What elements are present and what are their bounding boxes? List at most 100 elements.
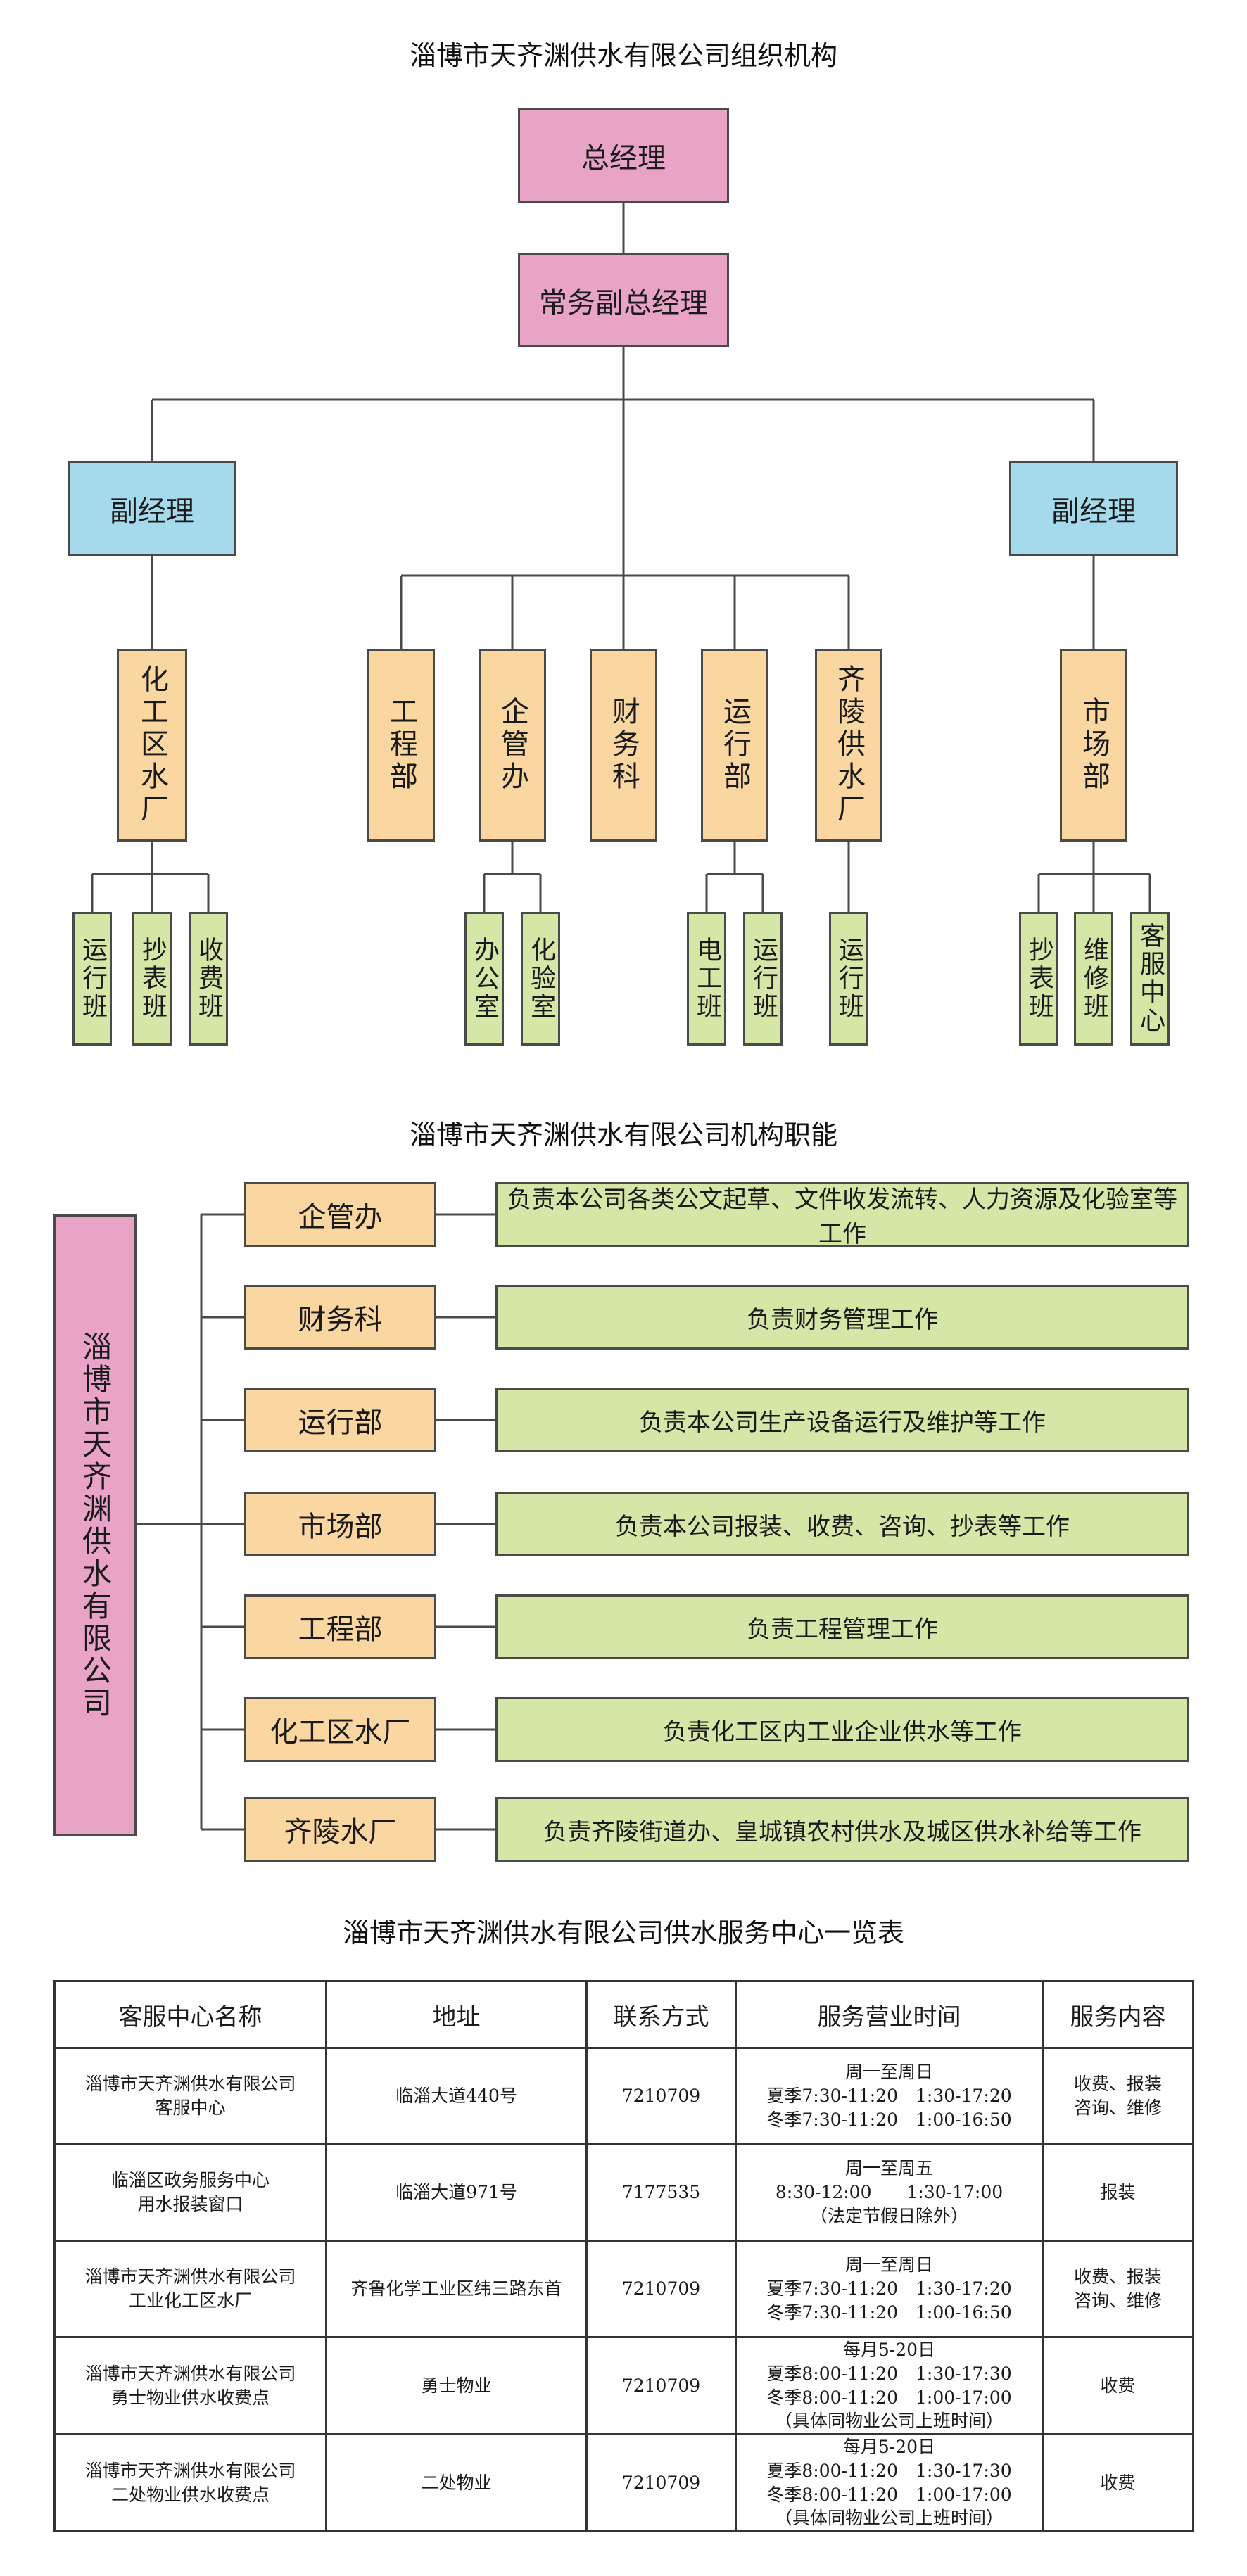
company-box: 淄博市天齐渊供水有限公司: [53, 1214, 137, 1836]
dept-market: 市场部: [1060, 649, 1127, 842]
team-market-repair-label: 维修班: [1080, 937, 1108, 1021]
cell-name: 淄博市天齐渊供水有限公司 勇士物业供水收费点: [53, 2336, 327, 2435]
dept-engineering-label: 工程部: [385, 697, 417, 794]
company-label: 淄博市天齐渊供水有限公司: [77, 1331, 113, 1720]
cell-hours: 周一至周日 夏季7:30-11:20 1:30-17:20 冬季7:30-11:…: [735, 2240, 1044, 2338]
team-market-repair: 维修班: [1074, 912, 1113, 1046]
cell-phone: 7210709: [585, 2433, 737, 2532]
executive-deputy-box: 常务副总经理: [518, 253, 729, 347]
team-market-service: 客服中心: [1130, 912, 1170, 1046]
function-duty-3: 负责本公司报装、收费、咨询、抄表等工作: [495, 1492, 1189, 1556]
team-qiling-run: 运行班: [829, 912, 868, 1046]
cell-name: 淄博市天齐渊供水有限公司 二处物业供水收费点: [53, 2433, 327, 2532]
table-row: 淄博市天齐渊供水有限公司 勇士物业供水收费点 勇士物业 7210709 每月5-…: [53, 2336, 1194, 2435]
team-chem-run: 运行班: [72, 912, 112, 1046]
dept-qiling-plant: 齐陵供水厂: [815, 649, 882, 842]
function-dept-label: 财务科: [298, 1304, 383, 1336]
cell-phone: 7177535: [585, 2143, 737, 2242]
dept-finance-label: 财务科: [607, 697, 640, 794]
service-table-title: 淄博市天齐渊供水有限公司供水服务中心一览表: [342, 1917, 904, 1948]
team-ops-electric: 电工班: [687, 912, 726, 1046]
cell-phone: 7210709: [585, 2047, 737, 2145]
function-duty-4: 负责工程管理工作: [495, 1594, 1189, 1659]
team-ops-run-label: 运行班: [749, 937, 778, 1021]
deputy-manager-right-label: 副经理: [1051, 495, 1136, 528]
deputy-manager-right-box: 副经理: [1009, 461, 1178, 556]
function-dept-label: 工程部: [298, 1613, 383, 1646]
dept-qiling-plant-label: 齐陵供水厂: [833, 664, 865, 826]
cell-service: 收费、报装 咨询、维修: [1042, 2240, 1194, 2338]
cell-address: 临淄大道440号: [325, 2047, 588, 2145]
function-duty-0: 负责本公司各类公文起草、文件收发流转、人力资源及化验室等工作: [495, 1182, 1189, 1248]
org-chart-title: 淄博市天齐渊供水有限公司组织机构: [409, 40, 837, 71]
function-duty-label: 负责本公司各类公文起草、文件收发流转、人力资源及化验室等工作: [507, 1186, 1177, 1248]
cell-service: 报装: [1042, 2143, 1194, 2242]
function-dept-6: 齐陵水厂: [244, 1797, 436, 1862]
cell-address: 二处物业: [325, 2433, 588, 2532]
dept-finance: 财务科: [590, 649, 657, 842]
function-dept-1: 财务科: [244, 1285, 436, 1350]
function-dept-4: 工程部: [244, 1594, 436, 1659]
cell-address: 临淄大道971号: [325, 2143, 588, 2242]
table-row: 淄博市天齐渊供水有限公司 客服中心 临淄大道440号 7210709 周一至周日…: [53, 2047, 1194, 2145]
general-manager-box: 总经理: [518, 108, 729, 203]
cell-service: 收费: [1042, 2336, 1194, 2435]
function-duty-1: 负责财务管理工作: [495, 1285, 1189, 1350]
cell-service: 收费: [1042, 2433, 1194, 2532]
functions-title: 淄博市天齐渊供水有限公司机构职能: [409, 1119, 837, 1150]
team-market-meter: 抄表班: [1019, 912, 1058, 1046]
function-dept-label: 齐陵水厂: [284, 1816, 397, 1848]
team-ops-electric-label: 电工班: [692, 937, 721, 1021]
table-row: 淄博市天齐渊供水有限公司 二处物业供水收费点 二处物业 7210709 每月5-…: [53, 2433, 1194, 2532]
dept-engineering: 工程部: [367, 649, 435, 842]
header-service: 服务内容: [1042, 1980, 1194, 2049]
header-name: 客服中心名称: [53, 1980, 327, 2049]
table-row: 淄博市天齐渊供水有限公司 工业化工区水厂 齐鲁化学工业区纬三路东首 721070…: [53, 2240, 1194, 2338]
cell-hours: 周一至周日 夏季7:30-11:20 1:30-17:20 冬季7:30-11:…: [735, 2047, 1044, 2145]
general-manager-label: 总经理: [581, 142, 666, 175]
function-duty-label: 负责工程管理工作: [747, 1615, 938, 1644]
function-dept-label: 市场部: [298, 1511, 383, 1543]
cell-phone: 7210709: [585, 2336, 737, 2435]
function-dept-3: 市场部: [244, 1492, 436, 1556]
dept-market-label: 市场部: [1077, 697, 1110, 794]
function-dept-5: 化工区水厂: [244, 1697, 436, 1762]
team-chem-meter: 抄表班: [132, 912, 172, 1046]
table-header-row: 客服中心名称 地址 联系方式 服务营业时间 服务内容: [53, 1980, 1194, 2049]
header-address: 地址: [325, 1980, 588, 2049]
dept-operations: 运行部: [701, 649, 768, 842]
team-chem-fee-label: 收费班: [194, 937, 223, 1021]
function-duty-label: 负责本公司生产设备运行及维护等工作: [639, 1408, 1046, 1437]
org-chart-connectors: [91, 203, 1151, 912]
team-admin-lab-label: 化验室: [526, 937, 555, 1021]
cell-hours: 每月5-20日 夏季8:00-11:20 1:30-17:30 冬季8:00-1…: [735, 2433, 1044, 2532]
cell-name: 淄博市天齐渊供水有限公司 工业化工区水厂: [53, 2240, 327, 2338]
cell-hours: 周一至周五 8:30-12:00 1:30-17:00 （法定节假日除外）: [735, 2143, 1044, 2242]
team-admin-office-room-label: 办公室: [470, 937, 499, 1021]
dept-admin-office: 企管办: [479, 649, 546, 842]
header-hours: 服务营业时间: [735, 1980, 1044, 2049]
function-duty-label: 负责齐陵街道办、皇城镇农村供水及城区供水补给等工作: [543, 1817, 1141, 1846]
cell-name: 淄博市天齐渊供水有限公司 客服中心: [53, 2047, 327, 2145]
function-dept-label: 化工区水厂: [270, 1716, 411, 1749]
table-row: 临淄区政务服务中心 用水报装窗口 临淄大道971号 7177535 周一至周五 …: [53, 2143, 1194, 2242]
cell-address: 齐鲁化学工业区纬三路东首: [325, 2240, 588, 2338]
team-chem-run-label: 运行班: [78, 937, 107, 1021]
cell-name: 临淄区政务服务中心 用水报装窗口: [53, 2143, 327, 2242]
function-dept-label: 企管办: [298, 1201, 383, 1233]
function-duty-label: 负责化工区内工业企业供水等工作: [663, 1718, 1022, 1746]
function-duty-2: 负责本公司生产设备运行及维护等工作: [495, 1388, 1189, 1452]
executive-deputy-label: 常务副总经理: [539, 286, 708, 319]
function-duty-label: 负责本公司报装、收费、咨询、抄表等工作: [615, 1512, 1070, 1541]
team-admin-lab: 化验室: [521, 912, 560, 1046]
function-dept-label: 运行部: [298, 1407, 383, 1439]
team-ops-run: 运行班: [743, 912, 783, 1046]
dept-admin-office-label: 企管办: [496, 697, 528, 794]
function-duty-label: 负责财务管理工作: [747, 1305, 938, 1334]
cell-address: 勇士物业: [325, 2336, 588, 2435]
deputy-manager-left-label: 副经理: [110, 495, 194, 528]
function-duty-5: 负责化工区内工业企业供水等工作: [495, 1697, 1189, 1762]
function-duty-6: 负责齐陵街道办、皇城镇农村供水及城区供水补给等工作: [495, 1797, 1189, 1862]
team-market-meter-label: 抄表班: [1025, 937, 1053, 1021]
function-dept-0: 企管办: [244, 1182, 436, 1247]
